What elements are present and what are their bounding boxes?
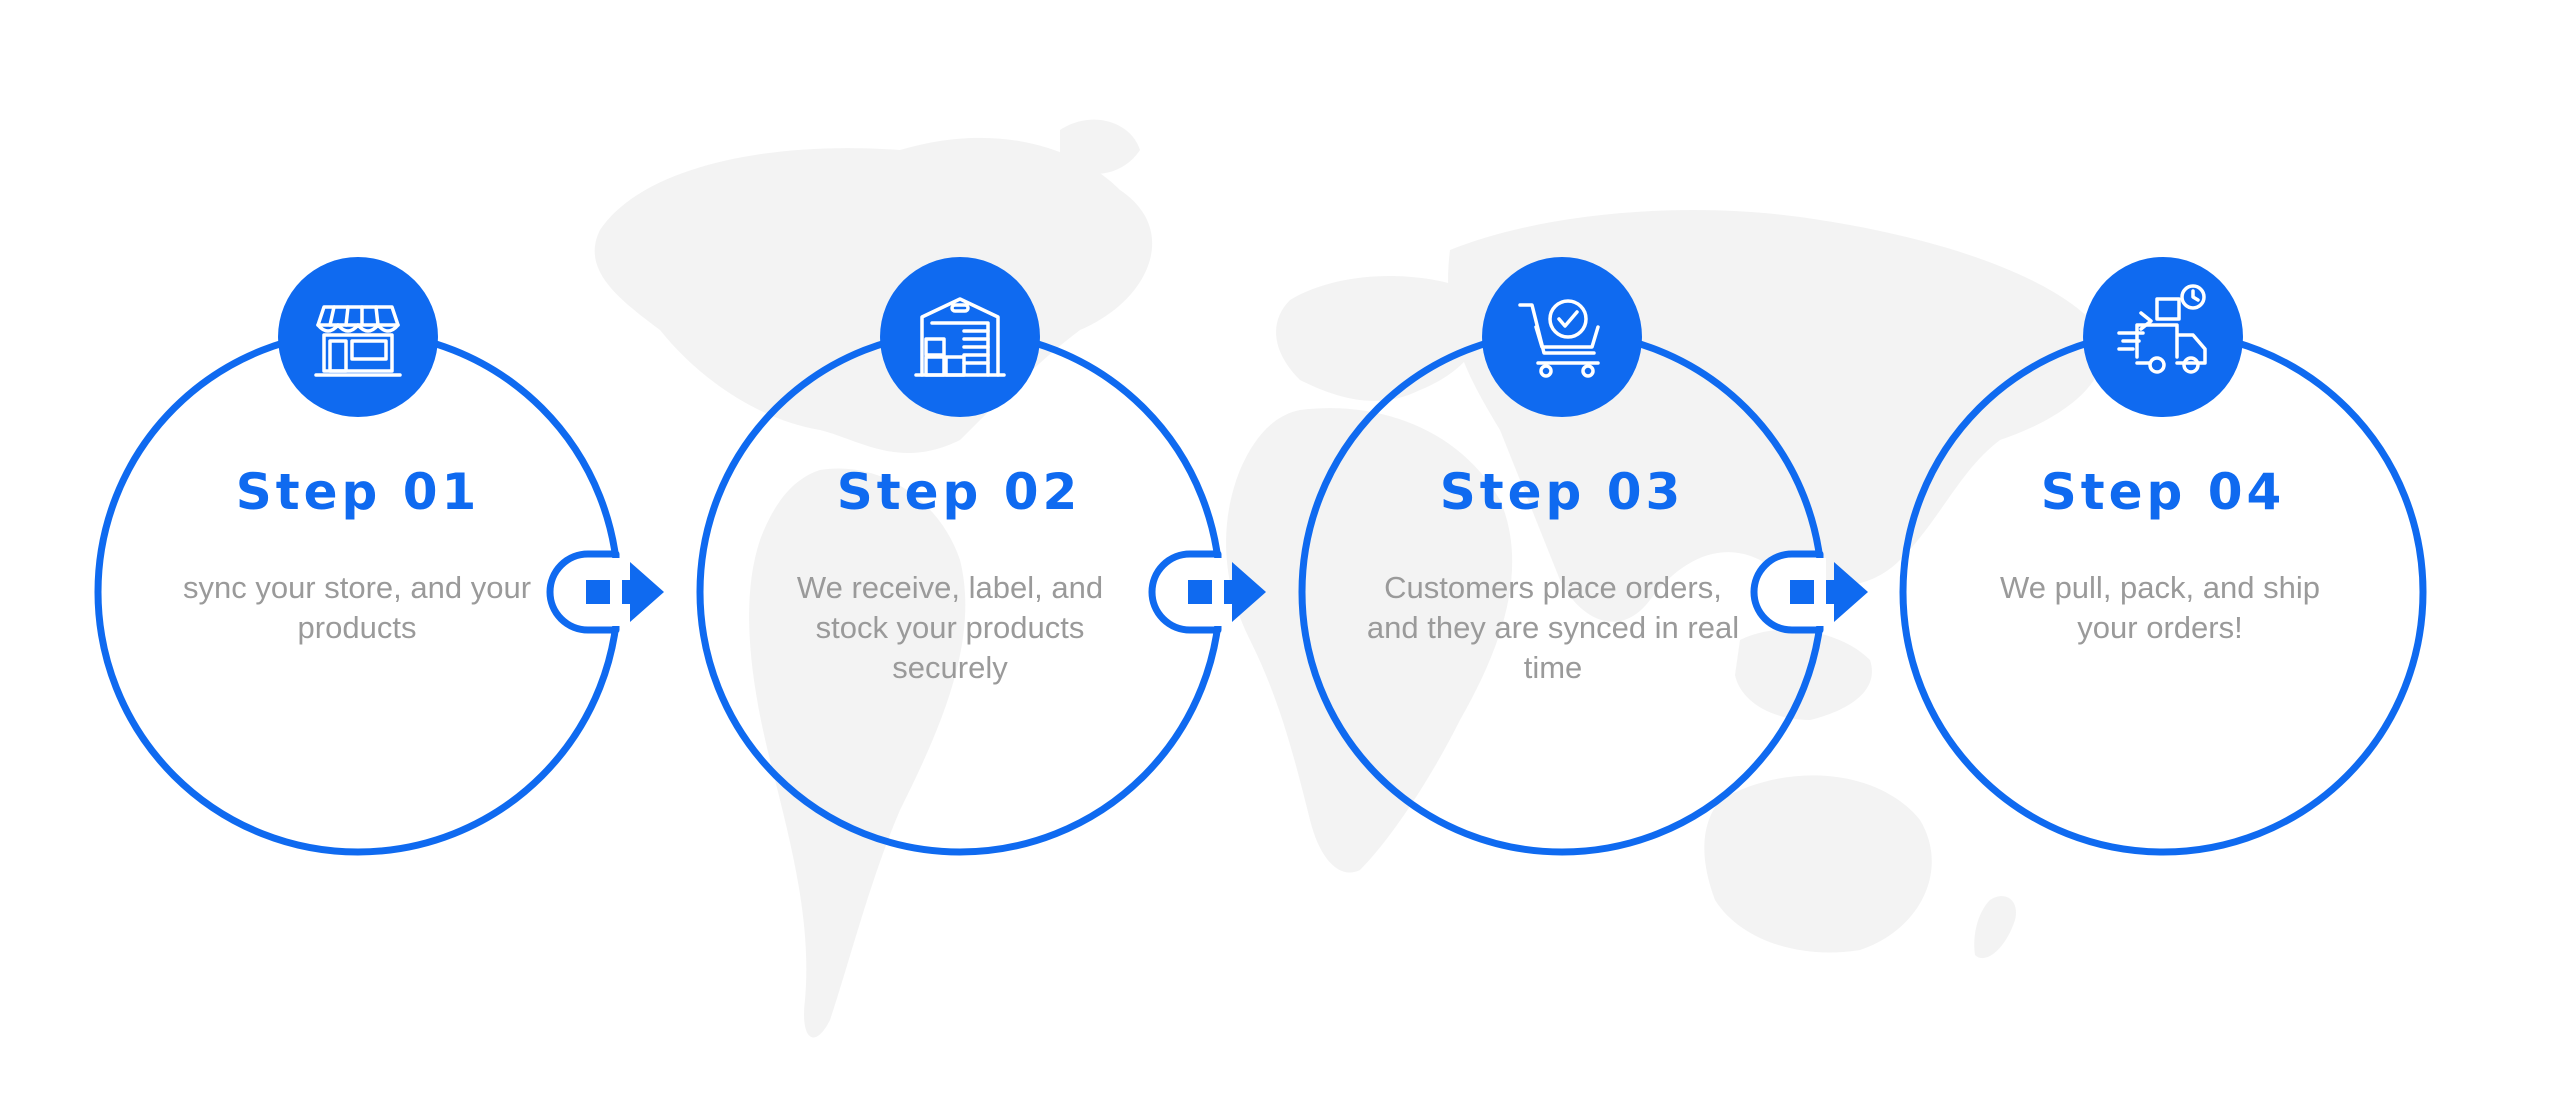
arrow-right-icon — [1188, 562, 1266, 622]
step-description-4: We pull, pack, and ship your orders! — [2000, 570, 2320, 645]
connector-notch-gap — [1814, 558, 1826, 626]
arrow-right-icon — [586, 562, 664, 622]
step-connector-3 — [1750, 550, 1868, 634]
arrow-right-icon — [1790, 562, 1868, 622]
warehouse-icon — [914, 297, 1006, 377]
cart-check-icon — [1518, 299, 1600, 378]
connector-notch — [1148, 550, 1222, 634]
step-connector-2 — [1148, 550, 1266, 634]
step-connector-1 — [546, 550, 664, 634]
step-circle-4 — [1899, 257, 2427, 856]
step-title-1: Step 01 — [235, 463, 481, 521]
step-title-4: Step 04 — [2040, 463, 2286, 521]
storefront-icon — [314, 305, 402, 377]
delivery-truck-icon — [2117, 284, 2207, 374]
step-description-3: Customers place orders, and they are syn… — [1366, 570, 1740, 685]
step-icon-badge — [880, 257, 1040, 417]
step-icon-badge — [278, 257, 438, 417]
connector-notch-gap — [1212, 558, 1224, 626]
step-description-1: sync your store, and your products — [182, 570, 532, 645]
connector-notch-gap — [610, 558, 622, 626]
step-title-3: Step 03 — [1439, 463, 1685, 521]
world-map-icon — [594, 119, 2104, 1038]
step-icon-badge — [2083, 257, 2243, 417]
diagram-marks — [94, 257, 2427, 856]
connector-notch — [1750, 550, 1824, 634]
connector-notch — [546, 550, 620, 634]
step-circle-1 — [94, 257, 622, 856]
step-description-2: We receive, label, and stock your produc… — [796, 570, 1104, 685]
step-title-2: Step 02 — [836, 463, 1082, 521]
